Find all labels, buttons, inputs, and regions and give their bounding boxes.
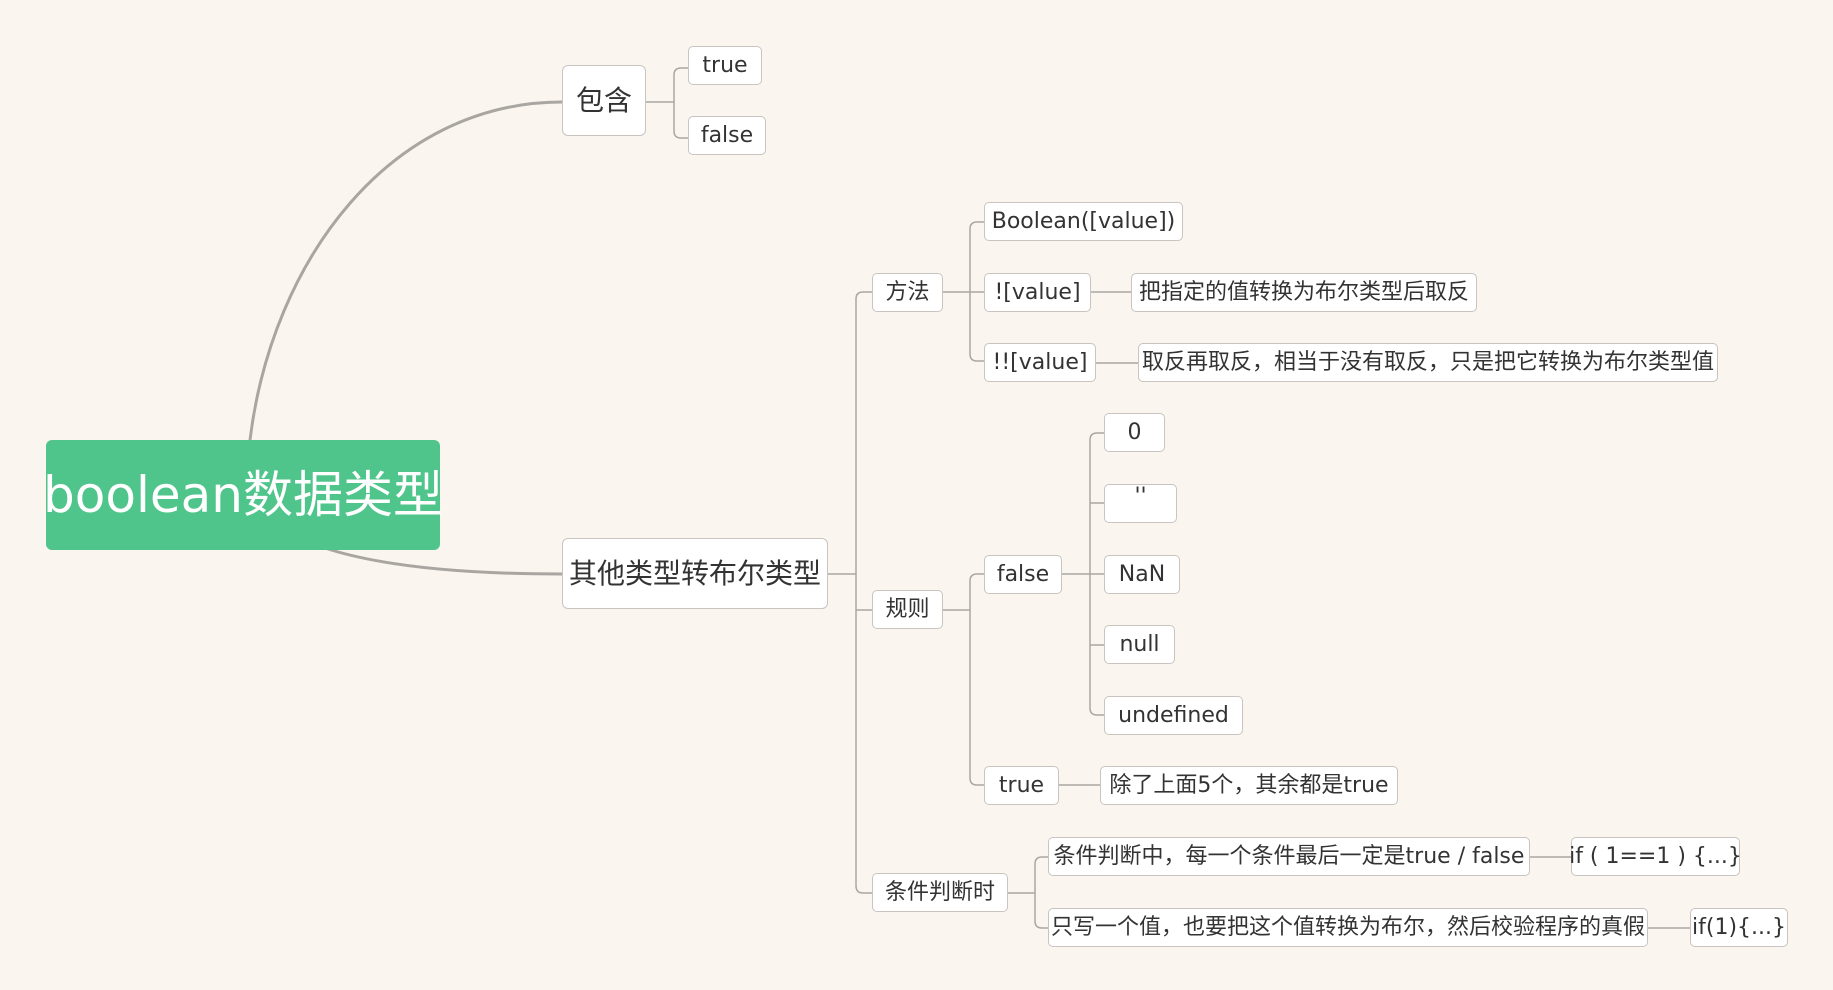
rule-true-note-label: 除了上面5个，其余都是true: [1109, 772, 1389, 798]
include-true[interactable]: true: [688, 46, 762, 85]
topic-rule[interactable]: 规则: [872, 590, 943, 629]
topic-include[interactable]: 包含: [562, 65, 646, 136]
topic-include-label: 包含: [575, 83, 632, 117]
false-value-nan[interactable]: NaN: [1104, 555, 1180, 594]
false-value-nan-label: NaN: [1118, 561, 1166, 587]
condition-children-link: [1008, 856, 1048, 929]
topic-condition[interactable]: 条件判断时: [872, 873, 1008, 912]
method-boolean[interactable]: Boolean([value]): [984, 202, 1183, 241]
condition-item-2[interactable]: 只写一个值，也要把这个值转换为布尔，然后校验程序的真假: [1048, 908, 1648, 947]
false-value-zero-label: 0: [1127, 419, 1142, 445]
include-false[interactable]: false: [688, 116, 766, 155]
topic-rule-label: 规则: [885, 596, 930, 622]
include-children-link: [646, 67, 688, 139]
method-not-note[interactable]: 把指定的值转换为布尔类型后取反: [1131, 273, 1477, 312]
condition-item-2-label: 只写一个值，也要把这个值转换为布尔，然后校验程序的真假: [1050, 914, 1645, 940]
topic-convert[interactable]: 其他类型转布尔类型: [562, 538, 828, 609]
rule-true[interactable]: true: [984, 766, 1059, 805]
condition-example-2-label: if(1){...}: [1692, 914, 1786, 940]
topic-method-label: 方法: [885, 279, 930, 305]
false-value-undefined-label: undefined: [1118, 702, 1229, 728]
topic-condition-label: 条件判断时: [884, 879, 995, 905]
root-topic-label: boolean数据类型: [43, 466, 443, 524]
false-value-null-label: null: [1119, 631, 1160, 657]
method-double-not-note-label: 取反再取反，相当于没有取反，只是把它转换为布尔类型值: [1141, 349, 1714, 375]
include-true-label: true: [702, 52, 748, 78]
false-value-null[interactable]: null: [1104, 625, 1175, 664]
condition-example-2[interactable]: if(1){...}: [1690, 908, 1788, 947]
method-double-not-note[interactable]: 取反再取反，相当于没有取反，只是把它转换为布尔类型值: [1138, 343, 1718, 382]
condition-examples-link: [1530, 856, 1690, 929]
method-not-label: ![value]: [994, 279, 1081, 305]
topic-convert-label: 其他类型转布尔类型: [568, 556, 821, 590]
false-value-empty-string-label: '': [1134, 483, 1147, 509]
false-value-empty-string[interactable]: '': [1104, 484, 1177, 523]
rule-false[interactable]: false: [984, 555, 1062, 594]
include-false-label: false: [700, 122, 754, 148]
rule-true-note[interactable]: 除了上面5个，其余都是true: [1100, 766, 1398, 805]
method-double-not-label: !![value]: [992, 349, 1088, 375]
condition-example-1[interactable]: if ( 1==1 ) {...}: [1569, 837, 1742, 876]
method-not-note-label: 把指定的值转换为布尔类型后取反: [1138, 279, 1469, 305]
method-not[interactable]: ![value]: [984, 273, 1091, 312]
root-to-convert-link: [324, 546, 563, 576]
false-value-undefined[interactable]: undefined: [1104, 696, 1243, 735]
convert-children-link: [828, 291, 872, 894]
root-topic[interactable]: boolean数据类型: [43, 440, 443, 550]
condition-example-1-label: if ( 1==1 ) {...}: [1569, 843, 1742, 869]
rule-children-link: [943, 573, 984, 786]
condition-item-1-label: 条件判断中，每一个条件最后一定是true / false: [1053, 843, 1525, 869]
method-boolean-label: Boolean([value]): [991, 208, 1176, 234]
topic-method[interactable]: 方法: [872, 273, 943, 312]
method-children-link: [943, 221, 984, 362]
method-notes-link: [1091, 291, 1138, 364]
root-to-include-link: [248, 100, 563, 441]
rule-false-label: false: [996, 561, 1050, 587]
condition-item-1[interactable]: 条件判断中，每一个条件最后一定是true / false: [1048, 837, 1530, 876]
rule-true-label: true: [998, 772, 1045, 798]
false-values-link: [1062, 432, 1104, 716]
method-double-not[interactable]: !![value]: [984, 343, 1096, 382]
false-value-zero[interactable]: 0: [1104, 413, 1165, 452]
